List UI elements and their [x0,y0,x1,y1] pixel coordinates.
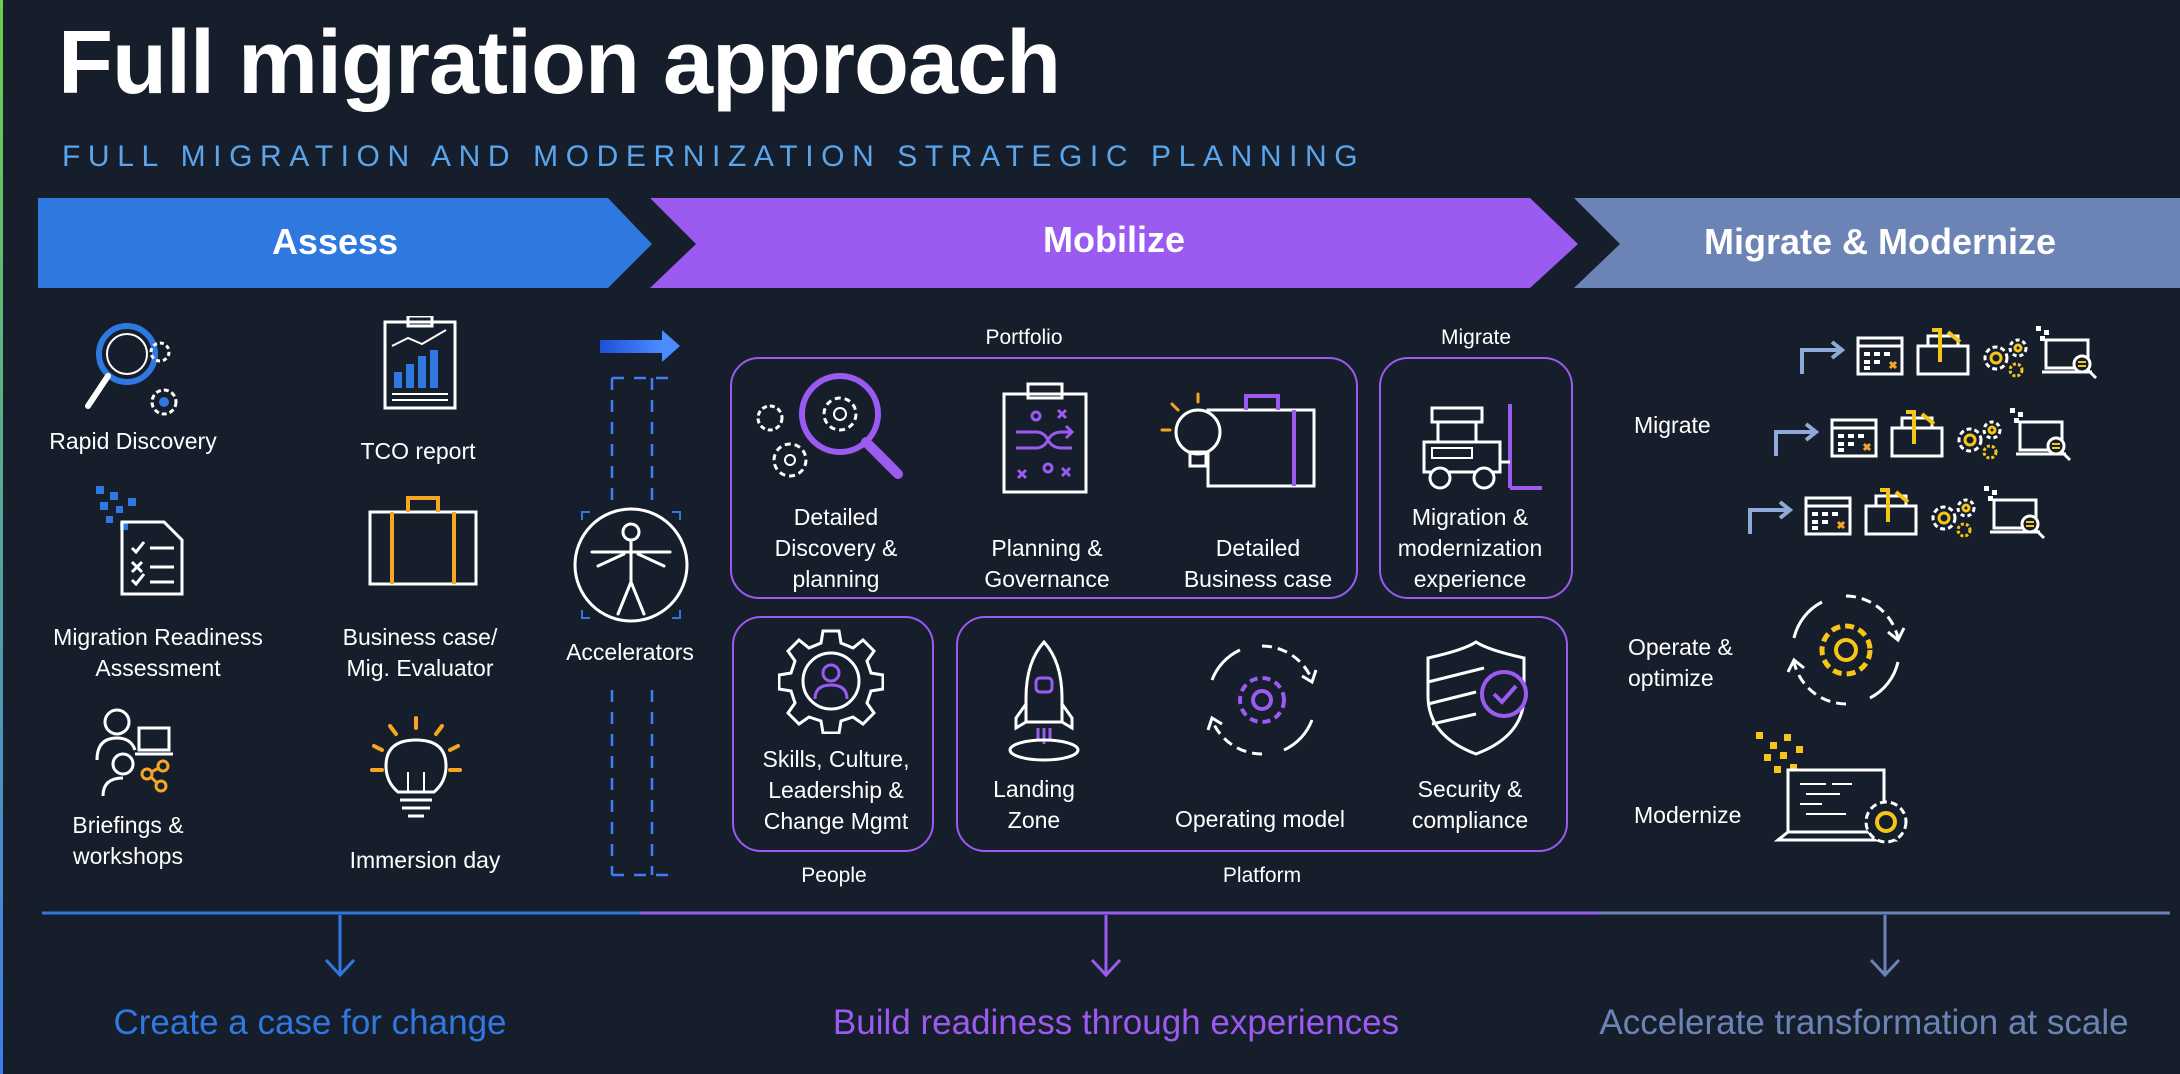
assess-label-tco-report: TCO report [360,438,476,464]
outcome-migrate: Accelerate transformation at scale [1599,1003,2129,1042]
down-arrow-assess [324,915,356,978]
accelerators-arrow [600,330,680,362]
outcome-mobilize: Build readiness through experiences [832,1003,1400,1042]
briefcase-lightbulb-icon [1160,392,1316,488]
mm-label-modernize: Modernize [1634,802,1742,828]
people-box [732,616,934,852]
outcome-assess: Create a case for change [113,1003,507,1042]
mobilize-label-operating-model: Operating model [1174,806,1346,832]
checklist-icon [96,486,184,596]
assess-label-immersion-day: Immersion day [349,847,501,873]
mm-label-migrate: Migrate [1634,412,1711,438]
gear-cycle-icon [1206,644,1318,756]
mobilize-label-planning-governance: Planning &Governance [984,535,1110,592]
assess-chevron [38,198,652,288]
briefcase-icon [368,496,478,586]
page-subtitle: FULL MIGRATION AND MODERNIZATION STRATEG… [62,140,1366,173]
accelerators-label: Accelerators [566,639,694,665]
migrate-chevron [1574,198,2180,288]
platform-box [956,616,1568,852]
migration-waves-icon [1748,326,2098,540]
page-title: Full migration approach [58,13,1061,113]
people-laptop-icon [95,708,173,796]
mobilize-label-security-compliance: Security &compliance [1411,776,1529,833]
phase-label-migrate: Migrate & Modernize [1704,221,2056,262]
assess-label-business-case: Business case/Mig. Evaluator [342,624,498,681]
lightbulb-icon [370,716,462,818]
left-edge-accent [0,0,3,1074]
header-platform: Platform [1222,864,1302,887]
phase-label-mobilize: Mobilize [1043,219,1185,260]
vitruvian-figure-icon [573,507,689,623]
header-people: People [801,864,867,887]
accelerators-dashed-lines [610,376,668,877]
down-arrow-migrate [1869,915,1901,978]
mobilize-label-skills-culture: Skills, Culture,Leadership &Change Mgmt [762,746,910,834]
migrate-box [1379,357,1573,599]
phase-label-assess: Assess [272,221,398,262]
magnifier-gears-icon [756,373,903,479]
clipboard-strategy-icon [1002,382,1088,494]
gear-person-icon [778,629,884,734]
portfolio-box [730,357,1358,599]
magnifier-gears-icon [85,323,178,416]
forklift-icon [1422,404,1542,490]
mobilize-chevron [650,198,1578,288]
mm-label-operate: Operate &optimize [1628,634,1733,691]
down-arrow-mobilize [1090,915,1122,978]
assess-label-briefings: Briefings &workshops [72,812,184,869]
operate-gear-cycle-icon [1786,594,1906,706]
shield-check-icon [1426,640,1528,756]
modernize-laptop-gear-icon [1756,732,1908,844]
header-migrate: Migrate [1440,326,1512,349]
assess-label-rapid-discovery: Rapid Discovery [49,428,217,454]
header-portfolio: Portfolio [985,326,1063,349]
report-chart-icon [383,316,457,410]
rocket-icon [1008,640,1080,762]
